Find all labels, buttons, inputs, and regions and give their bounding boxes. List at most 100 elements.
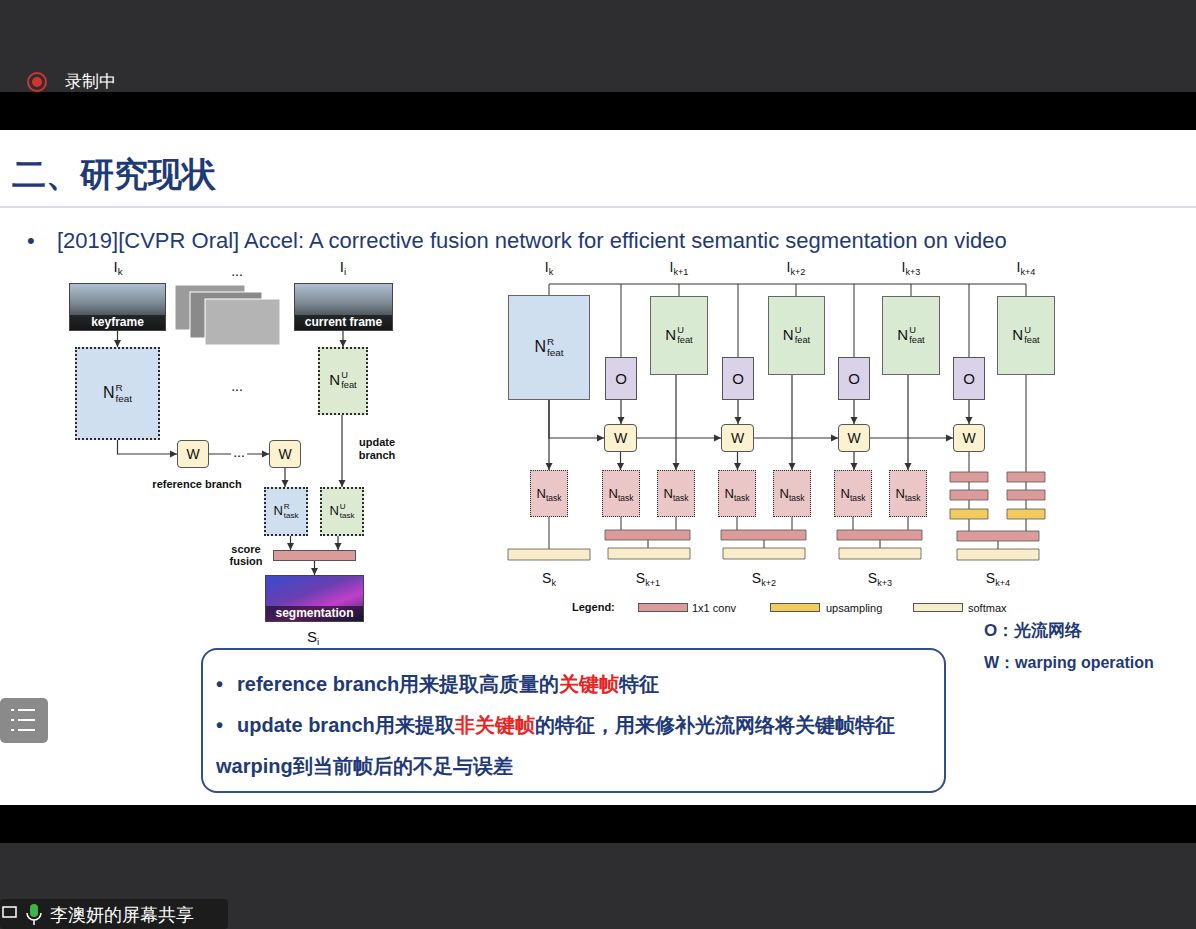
text-part: N bbox=[329, 371, 340, 388]
box-label: Ntask bbox=[841, 486, 866, 502]
text-part: U bbox=[909, 326, 925, 336]
text-label: update branch bbox=[354, 436, 400, 461]
feature-network: NUfeat bbox=[650, 296, 708, 375]
note-text: 非关键帧 bbox=[455, 714, 535, 736]
label-anchor: Sk+2 bbox=[752, 570, 776, 586]
connector bbox=[791, 375, 792, 470]
text-part: U bbox=[795, 326, 811, 336]
label-anchor: O：光流网络 bbox=[984, 621, 1082, 641]
box-label: NUfeat bbox=[665, 326, 692, 346]
text-part: N bbox=[665, 326, 676, 343]
letterbox-band bbox=[0, 92, 1196, 130]
text-part: N bbox=[664, 486, 673, 501]
label-anchor: Si bbox=[307, 628, 319, 645]
text-part: k+4 bbox=[1020, 267, 1035, 277]
label-anchor: Ik+3 bbox=[902, 259, 921, 275]
task-network: NRtask bbox=[264, 487, 308, 536]
label-anchor: Ii bbox=[340, 258, 346, 275]
text-part: N bbox=[780, 486, 789, 501]
flow-box: O bbox=[722, 357, 754, 400]
warp-box: W bbox=[721, 424, 754, 452]
text-part: i bbox=[317, 637, 319, 648]
box-label: NRfeat bbox=[534, 337, 563, 358]
label-anchor: upsampling bbox=[826, 602, 882, 614]
connector bbox=[337, 536, 338, 550]
task-network: Ntask bbox=[657, 470, 695, 517]
warp-box: W bbox=[838, 424, 870, 452]
text-part: task bbox=[340, 512, 355, 520]
text-part: N bbox=[537, 486, 546, 501]
text-part: N bbox=[534, 338, 546, 355]
text-part: I bbox=[1017, 259, 1021, 275]
connector bbox=[853, 400, 854, 424]
text-label: Legend: bbox=[572, 601, 615, 614]
text-part: N bbox=[1012, 326, 1023, 343]
frame-stack bbox=[205, 299, 280, 345]
label-anchor: Sk+4 bbox=[986, 570, 1010, 586]
legend-text: upsampling bbox=[826, 602, 882, 614]
frame-image: keyframe bbox=[69, 283, 166, 331]
text-part: U bbox=[341, 371, 357, 381]
task-network: NUtask bbox=[320, 487, 364, 536]
text-part: R bbox=[547, 337, 564, 347]
text-label: ... bbox=[231, 378, 243, 394]
text-part: k+3 bbox=[877, 578, 892, 588]
text-part: S bbox=[986, 570, 995, 586]
text-part: feat bbox=[795, 336, 811, 346]
text-part: I bbox=[113, 258, 117, 275]
box-label: Ntask bbox=[780, 486, 805, 502]
box-label: Ntask bbox=[609, 486, 634, 502]
text-part: S bbox=[542, 570, 551, 586]
note-text: reference branch用来提取高质量的 bbox=[237, 673, 559, 695]
text-label: ... bbox=[231, 444, 247, 460]
text-part: S bbox=[752, 570, 761, 586]
text-part: k+4 bbox=[995, 578, 1010, 588]
box-label: NUfeat bbox=[783, 326, 810, 346]
share-pill bbox=[0, 899, 228, 929]
text-label: Sk+4 bbox=[986, 570, 1010, 586]
text-part: N bbox=[103, 384, 115, 401]
box-label: NUfeat bbox=[329, 371, 356, 391]
text-part: k+1 bbox=[673, 267, 688, 277]
label-anchor: Sk+1 bbox=[636, 570, 660, 586]
text-label: Ii bbox=[340, 258, 346, 275]
text-part: N bbox=[609, 486, 618, 501]
box-label: Ntask bbox=[725, 486, 750, 502]
feature-network: NRfeat bbox=[75, 347, 160, 440]
connector bbox=[118, 440, 178, 454]
label-anchor: update branch bbox=[354, 436, 400, 461]
menu-button bbox=[0, 698, 48, 743]
box-label: O bbox=[963, 370, 975, 388]
text-part: Ufeat bbox=[677, 326, 693, 346]
text-label: Sk+1 bbox=[636, 570, 660, 586]
task-network: Ntask bbox=[602, 470, 640, 517]
flow-box: O bbox=[605, 357, 637, 400]
record-icon bbox=[32, 77, 42, 87]
connector bbox=[907, 375, 908, 470]
connector bbox=[737, 400, 738, 424]
bar-label: score fusion bbox=[225, 543, 267, 568]
label-anchor: score fusion bbox=[225, 543, 267, 568]
text-label: Sk bbox=[542, 570, 556, 586]
text-part: Rfeat bbox=[547, 337, 564, 358]
text-part: Utask bbox=[340, 503, 355, 520]
text-part: feat bbox=[116, 394, 133, 404]
connector bbox=[284, 468, 285, 487]
text-part: feat bbox=[1024, 336, 1040, 346]
connector bbox=[342, 331, 343, 347]
legend-text: 1x1 conv bbox=[692, 602, 736, 614]
box-label: W bbox=[278, 446, 291, 463]
task-network: Ntask bbox=[834, 470, 872, 517]
connector bbox=[968, 400, 969, 424]
text-part: Ufeat bbox=[1024, 326, 1040, 346]
text-label: Ik+3 bbox=[902, 259, 921, 275]
label-anchor: Legend: bbox=[572, 601, 615, 614]
connector bbox=[637, 437, 721, 438]
connector bbox=[117, 331, 118, 347]
bullet: • bbox=[216, 673, 223, 695]
box-label: W bbox=[962, 430, 975, 447]
flow-box: O bbox=[838, 357, 870, 400]
box-label: NRfeat bbox=[103, 383, 132, 404]
label-anchor: reference branch bbox=[152, 478, 241, 491]
feature-network: NRfeat bbox=[508, 295, 590, 400]
